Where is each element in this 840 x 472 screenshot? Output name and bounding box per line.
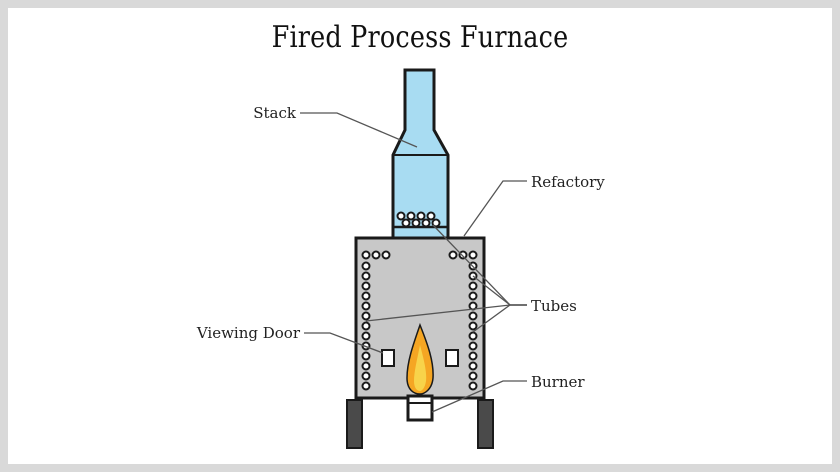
tubes-leader-4 bbox=[472, 304, 527, 333]
burner bbox=[406, 394, 434, 422]
label-stack: Stack bbox=[253, 104, 297, 122]
right-wall-tubes bbox=[468, 261, 478, 391]
viewing-door-right bbox=[445, 349, 459, 367]
label-burner: Burner bbox=[531, 373, 585, 391]
leader-lines bbox=[300, 112, 527, 413]
label-tubes: Tubes bbox=[531, 297, 577, 315]
label-refactory: Refactory bbox=[531, 173, 605, 191]
viewing-door-leader bbox=[304, 332, 384, 354]
burner-leader bbox=[431, 380, 527, 413]
refactory-leader bbox=[463, 180, 527, 237]
stack-leader bbox=[300, 112, 418, 148]
label-viewing-door: Viewing Door bbox=[196, 324, 301, 342]
diagram-title: Fired Process Furnace bbox=[271, 20, 569, 55]
left-leg bbox=[346, 399, 363, 449]
roof-tubes bbox=[361, 250, 478, 260]
burner-flame-core bbox=[414, 345, 427, 391]
convection-tubes bbox=[396, 211, 441, 228]
right-leg bbox=[477, 399, 494, 449]
left-wall-tubes bbox=[361, 261, 371, 391]
viewing-door-left bbox=[381, 349, 395, 367]
